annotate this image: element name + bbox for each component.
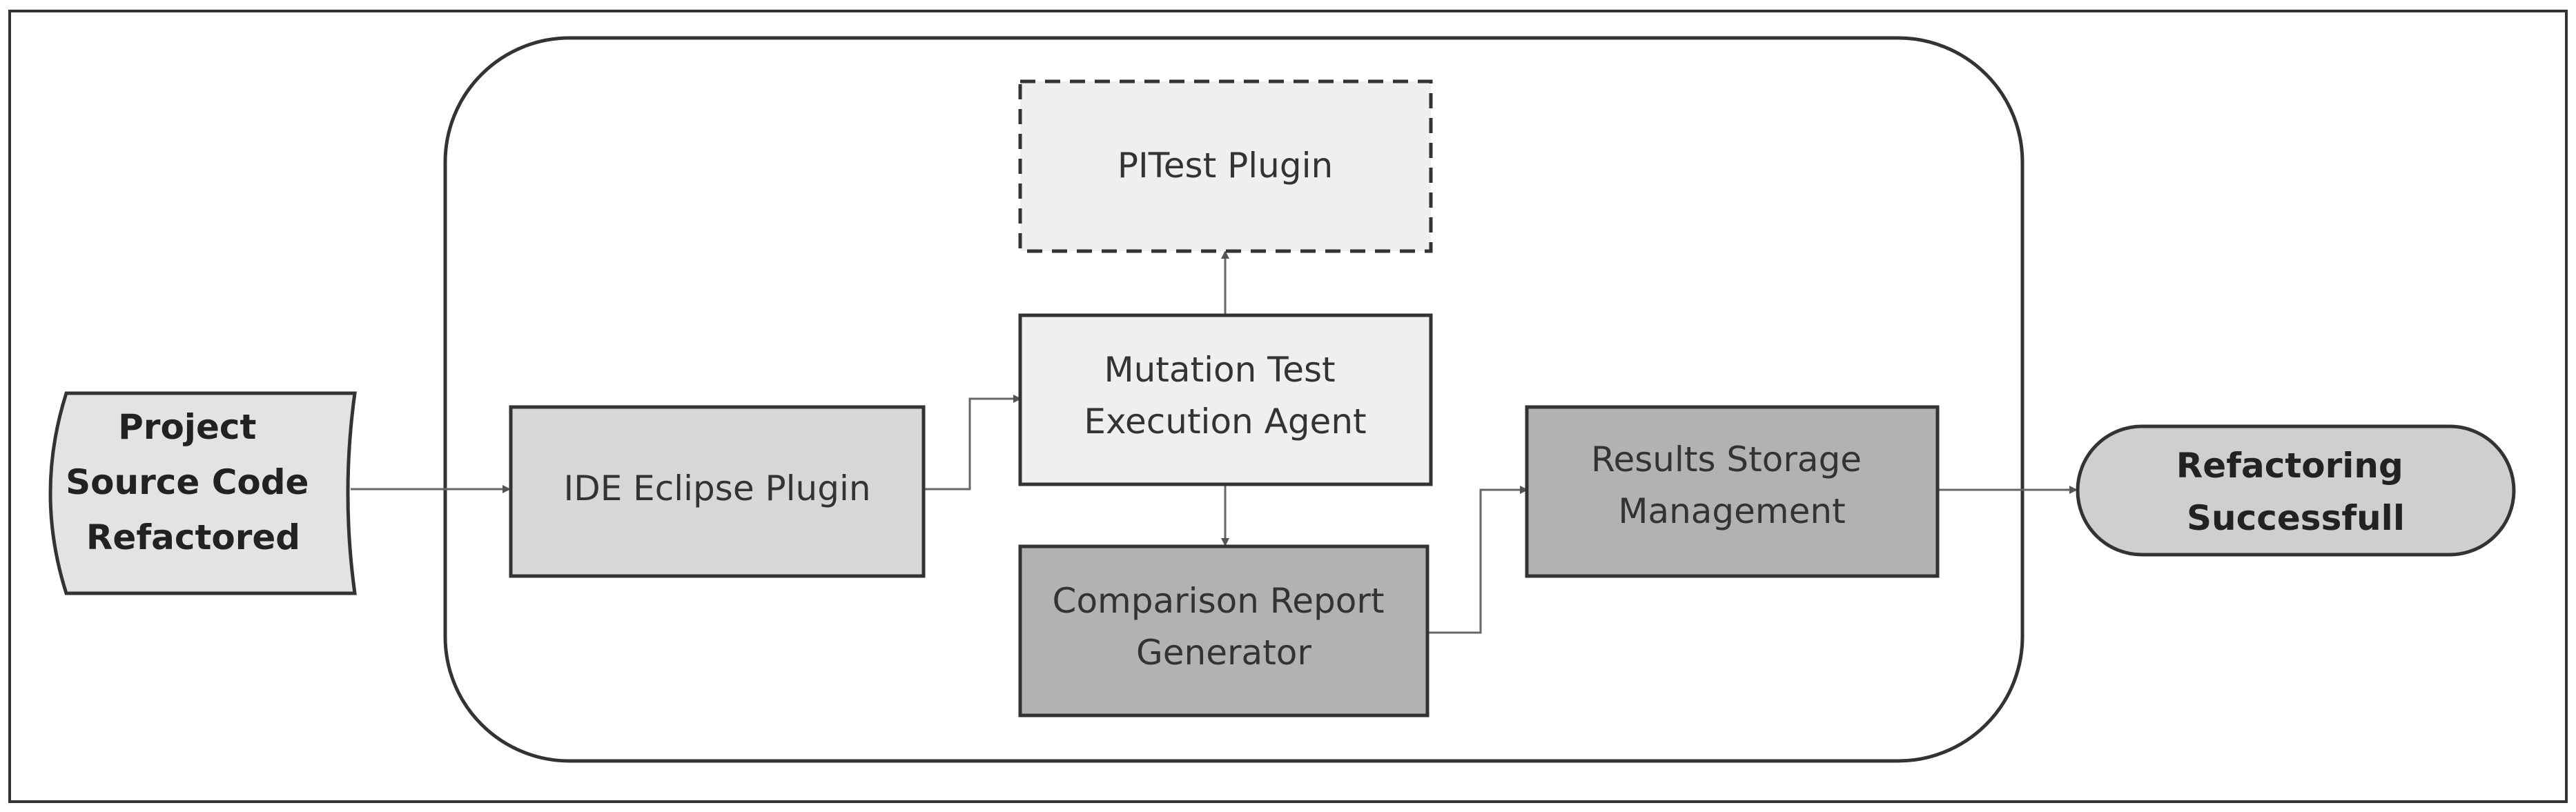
results-storage-line-1: Results Storage (1591, 439, 1862, 479)
results-storage-box (1525, 405, 1940, 578)
system-container (443, 36, 2024, 763)
ide-plugin-label: IDE Eclipse Plugin (563, 468, 870, 508)
results-storage-line-2: Management (1618, 491, 1845, 531)
result-line-2: Successfull (2187, 498, 2405, 538)
svg-text:Results Storage Manageme: Results Storage Management (1591, 439, 1873, 531)
mutation-agent-line-1: Mutation Test (1104, 350, 1335, 390)
arrow-comparison-to-storage (1425, 486, 1528, 634)
mutation-agent-node: Mutation Test Execution Agent (1018, 313, 1433, 486)
source-line-3: Refactored (86, 517, 300, 557)
comparison-report-line-2: Generator (1136, 633, 1311, 673)
svg-text:Project Source Code: Project Source Code Refactored (66, 407, 321, 557)
comparison-report-line-1: Comparison Report (1053, 581, 1385, 621)
comparison-report-node: Comparison Report Generator (1018, 544, 1430, 717)
source-document-shape (48, 391, 357, 595)
pitest-plugin-node: PITest Plugin (1018, 79, 1433, 253)
svg-text:Comparison Report Genera: Comparison Report Generator (1053, 581, 1396, 673)
arrow-ide-to-agent (924, 395, 1022, 491)
mutation-agent-line-2: Execution Agent (1084, 402, 1366, 442)
mutation-agent-box (1018, 313, 1433, 486)
svg-text:Mutation Test Execution: Mutation Test Execution Agent (1084, 350, 1366, 442)
svg-text:Refactoring Successfull: Refactoring Successfull (2176, 446, 2415, 538)
pitest-plugin-box (1018, 79, 1433, 253)
results-storage-node: Results Storage Management (1525, 405, 1940, 578)
result-line-1: Refactoring (2176, 446, 2403, 486)
result-node: Refactoring Successfull (2076, 424, 2516, 557)
outer-frame (8, 10, 2568, 803)
comparison-report-box (1018, 544, 1430, 717)
connectors (351, 250, 2078, 634)
source-line-2: Source Code (66, 462, 309, 502)
ide-plugin-node: IDE Eclipse Plugin (509, 405, 926, 578)
source-node: Project Source Code Refactored (48, 391, 357, 595)
ide-plugin-box (509, 405, 926, 578)
source-line-1: Project (118, 407, 256, 447)
pitest-plugin-label: PITest Plugin (1118, 146, 1333, 186)
result-terminal-shape (2076, 424, 2516, 557)
